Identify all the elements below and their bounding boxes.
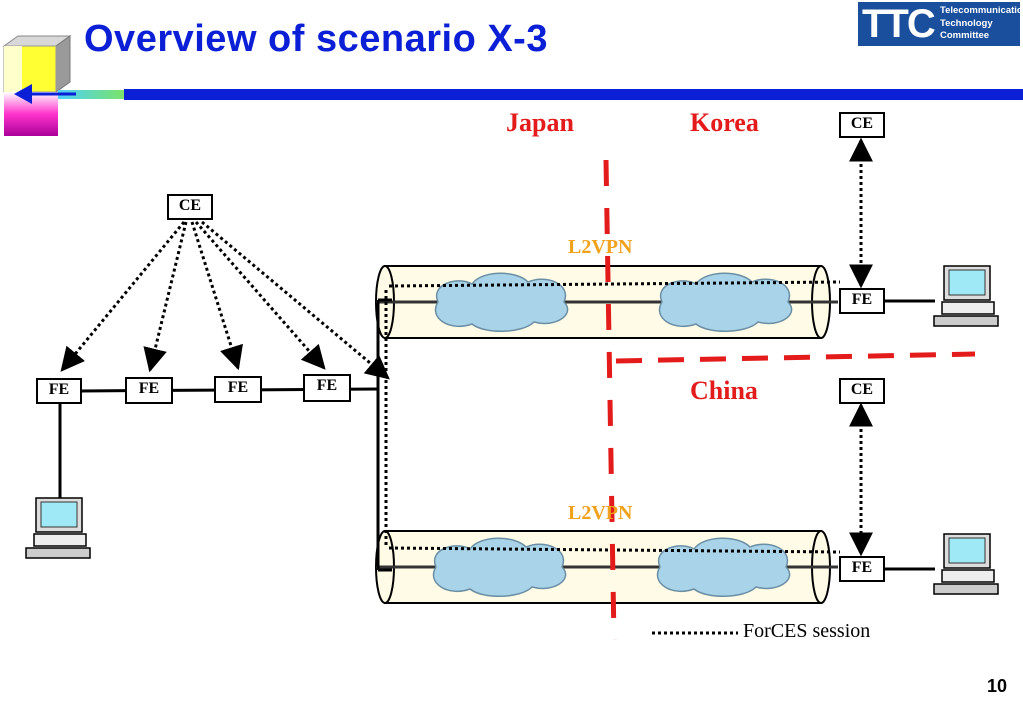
ce-node-japan: CE [167,194,213,220]
computer-icon [933,533,999,595]
cloud-icon [656,537,791,597]
lower-tunnel [375,530,838,604]
ce-node-china: CE [839,378,885,404]
computer-icon [933,265,999,327]
ce-node-korea: CE [839,112,885,138]
vpn-label-lower: L2VPN [568,502,633,524]
arrow-left-icon [14,84,32,104]
fe-node-4: FE [303,374,351,402]
session-ce-fe3 [190,221,243,371]
cube-front-highlight [4,46,22,92]
fe-node-3: FE [214,376,262,403]
header-bar [124,89,1023,100]
region-label-china: China [690,376,758,405]
region-label-korea: Korea [690,108,759,137]
session-ce-fe4 [194,221,326,370]
vpn-label-upper: L2VPN [568,236,633,258]
region-label-japan: Japan [506,108,574,137]
legend-forces-session: ForCES session [743,620,871,642]
upper-tunnel [375,265,838,339]
logo-line-3: Committee [940,30,990,41]
ttc-logo: TTC Telecommunication Technology Committ… [858,2,1023,46]
fe-node-korea: FE [839,288,885,314]
fe-node-2: FE [125,377,173,404]
fe-node-china: FE [839,556,885,582]
session-ce-fe1 [60,221,186,372]
logo-line-1: Telecommunication [940,5,1023,16]
computer-icon [25,497,91,559]
session-ce-edge [201,220,390,380]
boundary-korea-china [615,351,976,364]
header-bar-gradient [58,90,124,99]
logo-text: Telecommunication Technology Committee [940,5,1023,43]
slide-title: Overview of scenario X-3 [84,18,548,60]
logo-mark: TTC [862,2,936,46]
boundary-japan [603,159,617,641]
logo-line-2: Technology [940,17,993,29]
fe-node-1: FE [36,378,82,404]
header-decoration [2,35,1023,136]
cloud-icon [432,537,567,597]
session-ce-fe2 [143,221,188,373]
cloud-icon [434,272,569,332]
page-number: 10 [986,676,1007,696]
